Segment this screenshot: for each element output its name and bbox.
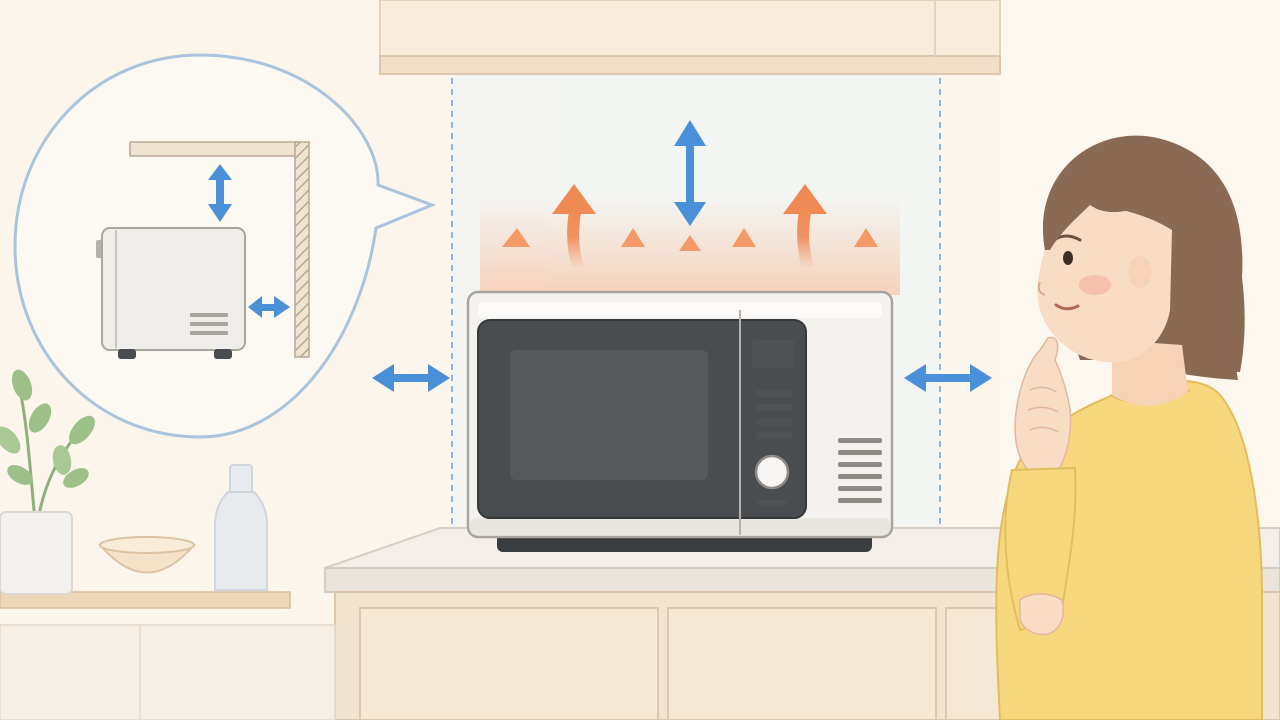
- heat-arrow-icon: [854, 228, 878, 274]
- plant: [0, 369, 95, 595]
- control-panel: [752, 340, 794, 506]
- arm: [1004, 466, 1077, 636]
- inset-microwave: [96, 227, 246, 359]
- left-clearance-arrow-icon: [372, 364, 450, 392]
- face: [1037, 203, 1172, 363]
- upper-cabinet: [379, 0, 1001, 75]
- inset-wall: [129, 141, 310, 358]
- display-icon: [752, 340, 794, 368]
- heat-arrows: [502, 184, 878, 276]
- bottle: [214, 464, 268, 591]
- hair-front: [1043, 145, 1245, 372]
- heat-arrow-icon: [679, 235, 701, 276]
- heat-arrow-icon: [552, 184, 596, 274]
- side-vent-icon: [838, 438, 882, 503]
- heat-arrow-icon: [783, 184, 827, 274]
- dial-icon: [754, 454, 790, 490]
- inset-top-arrow-icon: [208, 164, 232, 222]
- eye-icon: [1063, 251, 1073, 265]
- heat-arrow-icon: [502, 228, 530, 274]
- microwave: [466, 290, 894, 552]
- heat-arrow-icon: [732, 228, 756, 274]
- bowl: [97, 536, 197, 574]
- right-clearance-arrow-icon: [904, 364, 992, 392]
- inset-bubble: [13, 53, 437, 439]
- top-clearance-arrow-icon: [674, 120, 706, 226]
- woman: [995, 135, 1263, 720]
- heat-arrow-icon: [621, 228, 645, 274]
- left-shelf: [0, 591, 336, 720]
- hand-at-chin: [1014, 336, 1072, 471]
- inset-side-arrow-icon: [248, 296, 290, 318]
